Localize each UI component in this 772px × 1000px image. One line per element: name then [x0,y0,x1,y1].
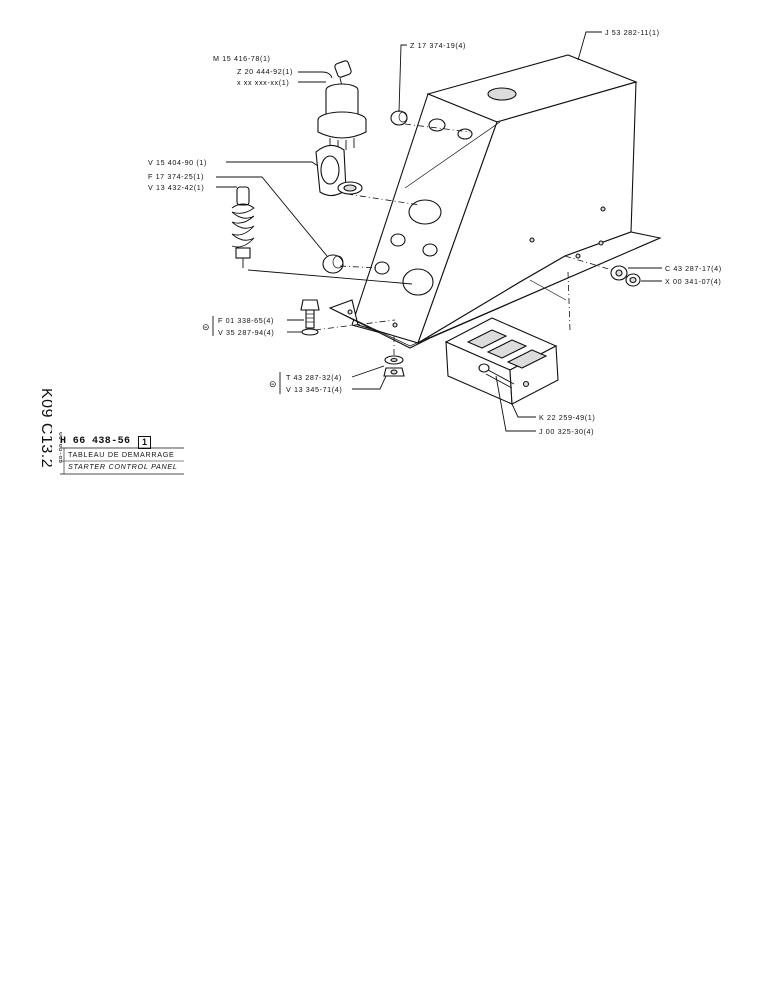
plug-small-icon [322,254,344,274]
leader-lines [212,31,662,432]
nut-washer-right-icon [610,265,641,287]
key-switch-icon [317,60,367,150]
callout-bracket: K 22 259-49(1) [539,413,595,422]
nut-lower-icon [383,355,405,377]
callout-key-switch: M 15 416-78(1) [213,54,271,63]
callout-nut-lower: T 43 287-32(4) [286,373,342,382]
starter-panel-box [328,54,662,349]
callout-bolt: F 01 338-65(4) [218,316,274,325]
callout-washer-bolt: V 35 287-94(4) [218,328,274,337]
callout-panel-box: J 53 282-11(1) [605,28,660,37]
title-block-rules [60,447,184,475]
callout-washer-right: X 00 341-07(4) [665,277,721,286]
callout-push-button: V 13 432-42(1) [148,183,204,192]
callout-switch-cover: V 15 404-90 (1) [148,158,207,167]
title-french: TABLEAU DE DEMARRAGE [68,450,175,459]
callout-grommet: Z 17 374-19(4) [410,41,466,50]
date-vertical: 06-03-85 [57,432,62,463]
callout-key: Z 20 444-92(1) [237,67,293,76]
callout-washer-lower: V 13 345-71(4) [286,385,342,394]
switch-cover-icon [315,144,363,197]
date-text: 06-03-85 [57,432,62,463]
torque-mark-lower: ⊝ [269,379,277,389]
title-english: STARTER CONTROL PANEL [68,462,178,471]
push-button-icon [231,186,255,268]
sheet-code-text: K09 C13.2 [38,388,52,468]
callout-bracket-bolt: J 00 325-30(4) [539,427,594,436]
callout-nut-right: C 43 287-17(4) [665,264,722,273]
title-block: H 66 438-56 1 TABLEAU DE DEMARRAGE START… [60,436,184,476]
callout-labels: M 15 416-78(1) Z 20 444-92(1) x xx xxx-x… [148,28,722,436]
bracket-icon [444,317,559,405]
callout-plug-small: F 17 374-25(1) [148,172,204,181]
sheet-code-vertical: K09 C13.2 [38,388,52,468]
torque-mark-upper: ⊝ [202,322,210,332]
assembly-lines [247,123,613,355]
drawing-number: H 66 438-56 [60,436,131,447]
grommet-icon [390,110,408,126]
revision-badge: 1 [138,436,151,449]
callout-key-blank: x xx xxx-xx(1) [237,78,289,87]
bolt-icon [300,299,320,336]
